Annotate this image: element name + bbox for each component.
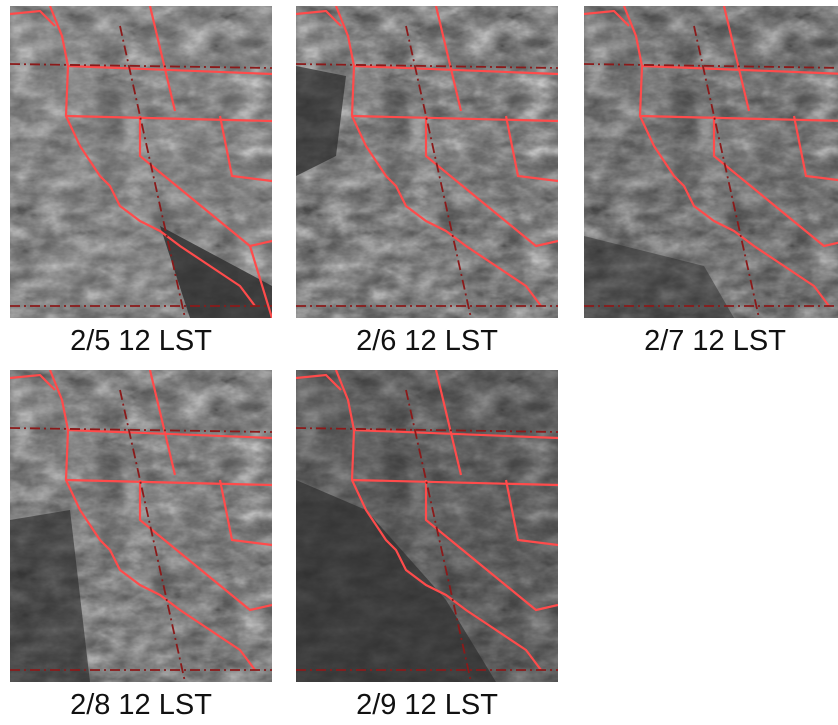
satellite-image-4 — [10, 370, 272, 682]
satellite-image-1 — [10, 6, 272, 318]
panel-1-caption: 2/5 12 LST — [70, 325, 212, 357]
panel-4-caption: 2/8 12 LST — [70, 689, 212, 721]
satellite-image-5 — [296, 370, 558, 682]
panel-3-caption: 2/7 12 LST — [644, 325, 786, 357]
satellite-image-2 — [296, 6, 558, 318]
panel-5-caption: 2/9 12 LST — [356, 689, 498, 721]
panel-2-caption: 2/6 12 LST — [356, 325, 498, 357]
satellite-image-3 — [584, 6, 838, 318]
